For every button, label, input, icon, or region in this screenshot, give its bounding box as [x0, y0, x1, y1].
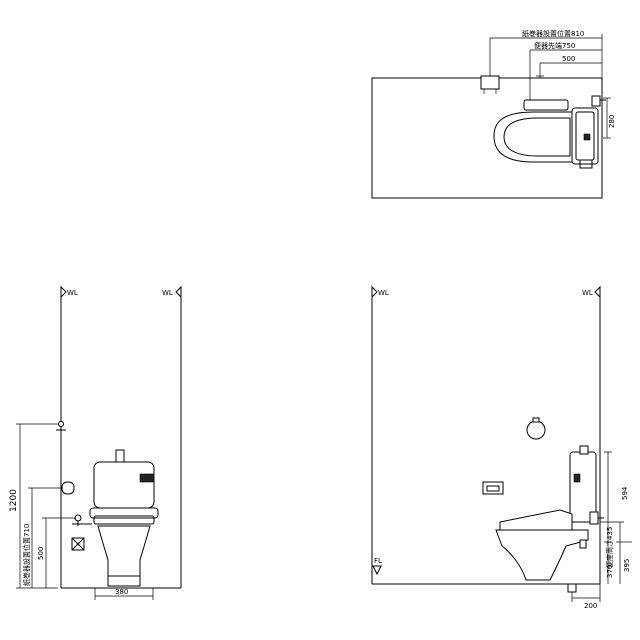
side-paper-holder	[482, 481, 504, 495]
towel-ring	[526, 420, 546, 440]
front-wl-right: WL	[162, 289, 173, 297]
front-wl-left: WL	[67, 289, 78, 297]
side-wl-left: WL	[378, 289, 389, 297]
side-toilet	[495, 445, 597, 581]
front-dim-500: 500	[37, 547, 45, 560]
plan-toilet	[493, 95, 606, 169]
side-dim-435: 便座高さ435	[605, 527, 614, 568]
plan-dim-280: 280	[608, 115, 616, 128]
side-dim-200: 200	[584, 602, 597, 610]
plan-dim-500: 500	[562, 55, 575, 63]
front-dim-380: 380	[115, 588, 128, 596]
plan-dim-750: 便器先端750	[534, 41, 575, 50]
side-wl-right: WL	[582, 289, 593, 297]
plan-paper-holder	[480, 75, 500, 90]
side-view: WL WL FL 594 便座高さ435	[371, 285, 632, 610]
side-dim-395: 395	[623, 559, 631, 572]
plan-view: 紙巻器設置位置810 便器先端750 500 280	[371, 29, 616, 199]
plan-dim-810: 紙巻器設置位置810	[522, 29, 584, 38]
front-dim-710: 紙巻器設置位置710	[22, 524, 31, 586]
side-dim-594: 594	[621, 486, 629, 500]
front-view: WL WL 1200	[9, 285, 182, 600]
front-dim-1200: 1200	[9, 489, 19, 512]
side-fl: FL	[374, 557, 382, 565]
front-paper-holder	[61, 481, 75, 495]
side-dim-370: 370	[606, 565, 614, 578]
front-toilet	[89, 449, 159, 587]
